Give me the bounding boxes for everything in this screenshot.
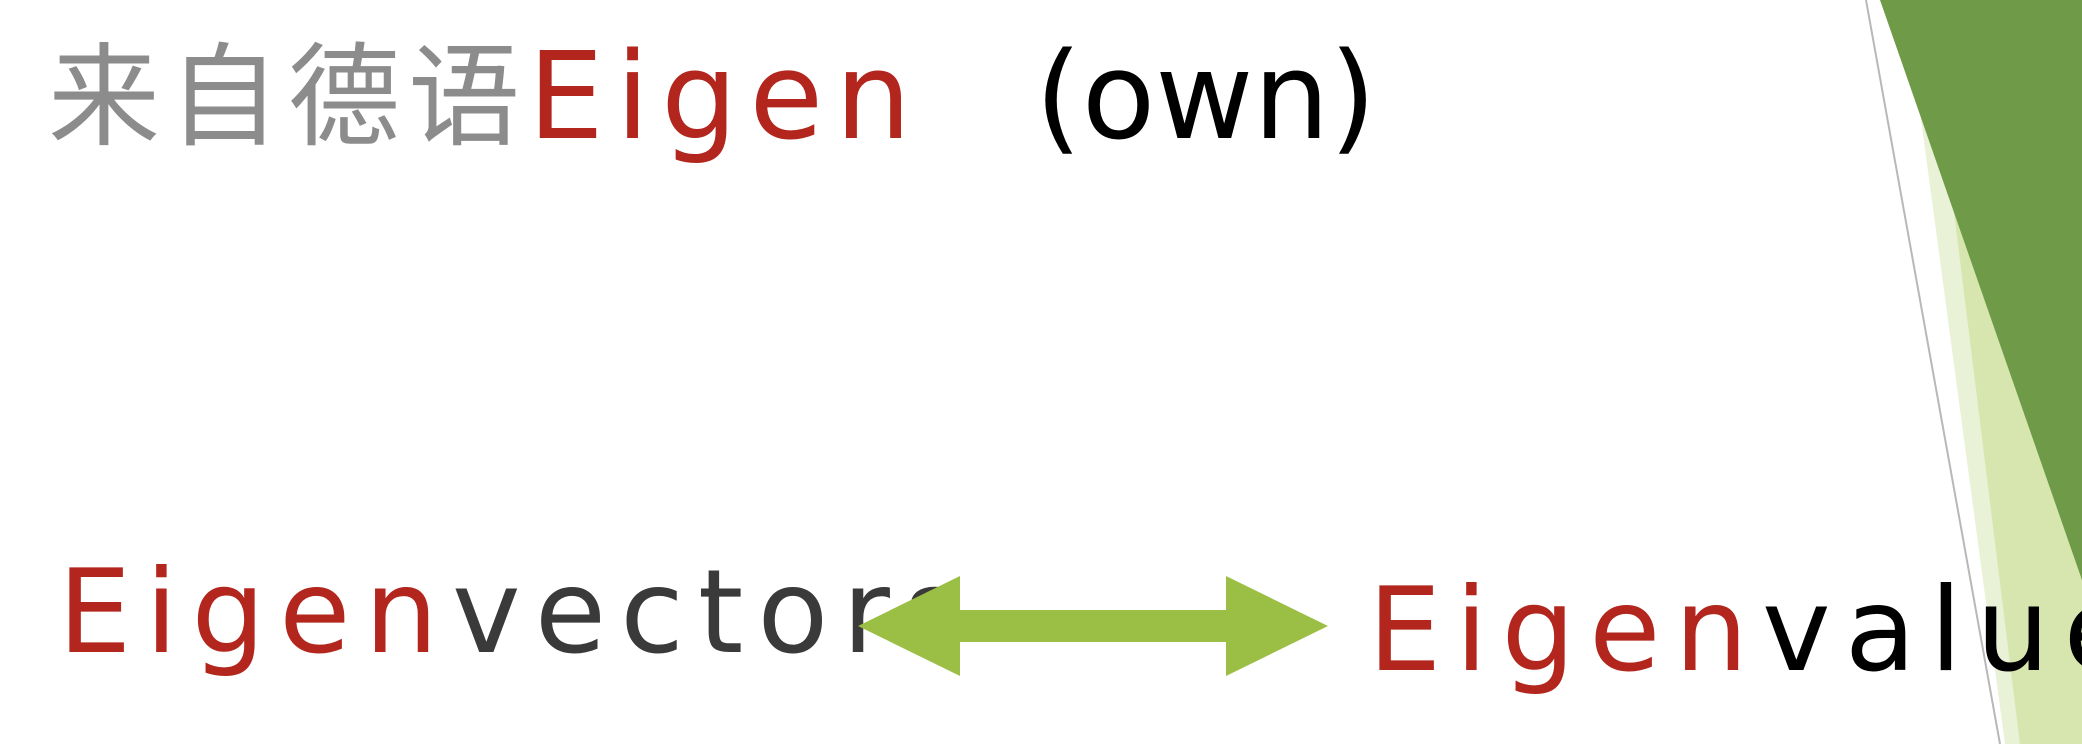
eigenvalues-term: Eigenvalues: [1368, 566, 2082, 696]
arrow-shape: [858, 576, 1328, 676]
eigenvectors-suffix: vectors: [452, 545, 979, 680]
title-line: 来自德语Eigen: [48, 28, 923, 168]
title-eigen: Eigen: [528, 28, 924, 167]
eigenvalues-prefix: Eigen: [1368, 563, 1763, 698]
decor-dark-triangle: [1880, 0, 2082, 580]
eigenvalues-suffix: values: [1762, 563, 2082, 698]
title-own: (own): [1035, 28, 1377, 167]
double-headed-arrow-icon: [858, 576, 1328, 676]
eigenvectors-term: Eigenvectors: [58, 548, 978, 678]
eigenvectors-prefix: Eigen: [58, 545, 453, 680]
title-chinese: 来自德语: [48, 33, 528, 163]
